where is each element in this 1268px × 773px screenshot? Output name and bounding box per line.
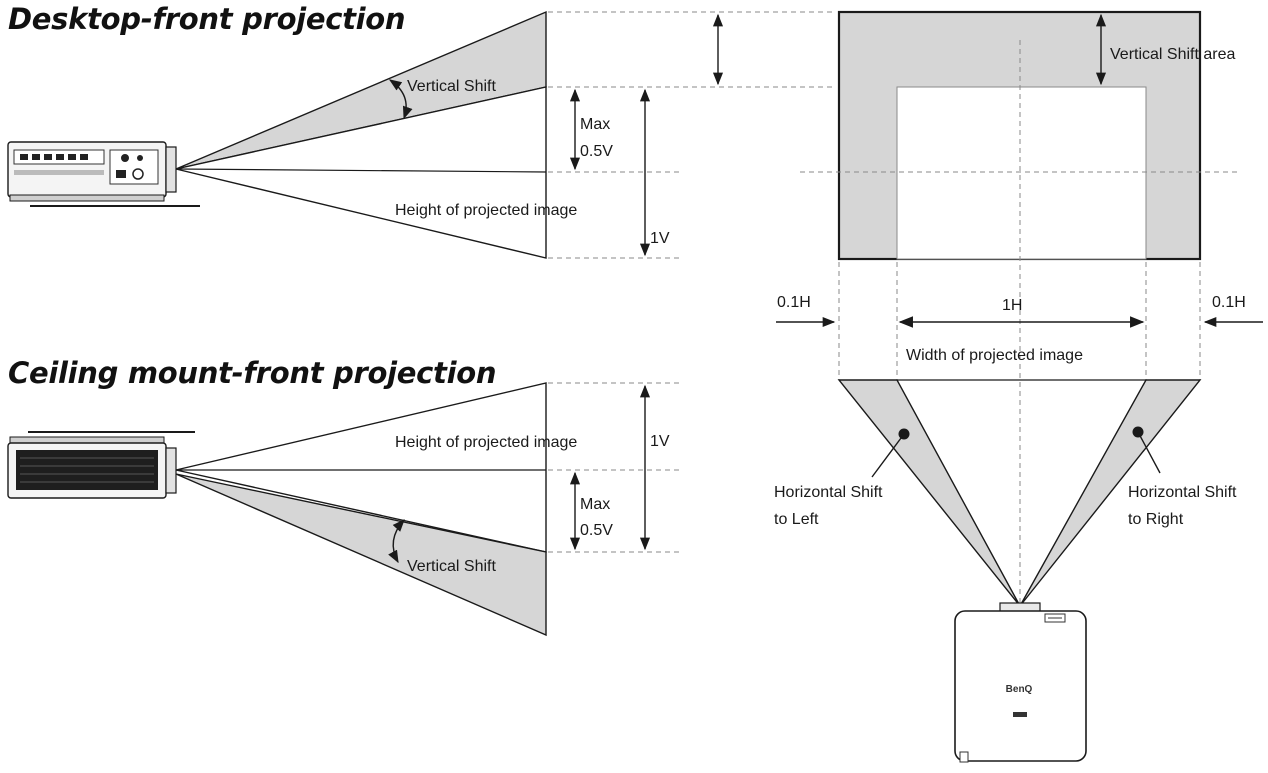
projector-brand-logo: BenQ <box>1006 684 1033 695</box>
right-shift-wedge <box>1019 379 1202 607</box>
ceiling-half-v-label: 0.5V <box>580 522 613 539</box>
width-of-image-label: Width of projected image <box>906 347 1083 364</box>
horizontal-left-label-line2: to Left <box>774 511 819 528</box>
desktop-max-label: Max <box>580 116 610 133</box>
ceiling-shift-wedge <box>175 473 547 637</box>
ceiling-image-beam <box>175 382 547 553</box>
ceiling-max-label: Max <box>580 496 610 513</box>
width-1h-label: 1H <box>1002 297 1022 314</box>
projected-image-area <box>896 86 1147 260</box>
ceiling-vertical-shift-arc-icon <box>388 519 405 564</box>
horizontal-right-label-line1: Horizontal Shift <box>1128 484 1237 501</box>
ceiling-projector-side-icon <box>7 431 195 499</box>
ceiling-height-label: Height of projected image <box>395 434 577 451</box>
ceiling-projection-group: Height of projected image 1V Max 0.5V Ve… <box>7 382 680 637</box>
desktop-half-v-label: 0.5V <box>580 143 613 160</box>
right-margin-label: 0.1H <box>1212 294 1246 311</box>
desktop-vertical-shift-arc-icon <box>388 79 413 120</box>
ceiling-one-v-label: 1V <box>650 433 670 450</box>
desktop-image-beam <box>175 86 547 259</box>
left-margin-label: 0.1H <box>777 294 811 311</box>
horizontal-left-label-line1: Horizontal Shift <box>774 484 883 501</box>
heading-desktop-front: Desktop-front projection <box>8 2 406 36</box>
left-shift-wedge <box>837 379 1021 607</box>
vertical-shift-area-label: Vertical Shift area <box>1110 46 1236 63</box>
ceiling-vertical-shift-label: Vertical Shift <box>407 558 496 575</box>
desktop-projection-group: Vertical Shift Max 0.5V Height of projec… <box>7 10 836 259</box>
projector-top-view-icon: BenQ <box>954 602 1087 763</box>
desktop-vertical-shift-label: Vertical Shift <box>407 78 496 95</box>
heading-ceiling-front: Ceiling mount-front projection <box>8 356 497 390</box>
screen-shift-group: Vertical Shift area 0.1H 1H 0.1H Width o… <box>774 10 1263 763</box>
desktop-one-v-label: 1V <box>650 230 670 247</box>
desktop-projector-side-icon <box>7 141 200 207</box>
horizontal-right-label-line2: to Right <box>1128 511 1184 528</box>
desktop-height-label: Height of projected image <box>395 202 577 219</box>
